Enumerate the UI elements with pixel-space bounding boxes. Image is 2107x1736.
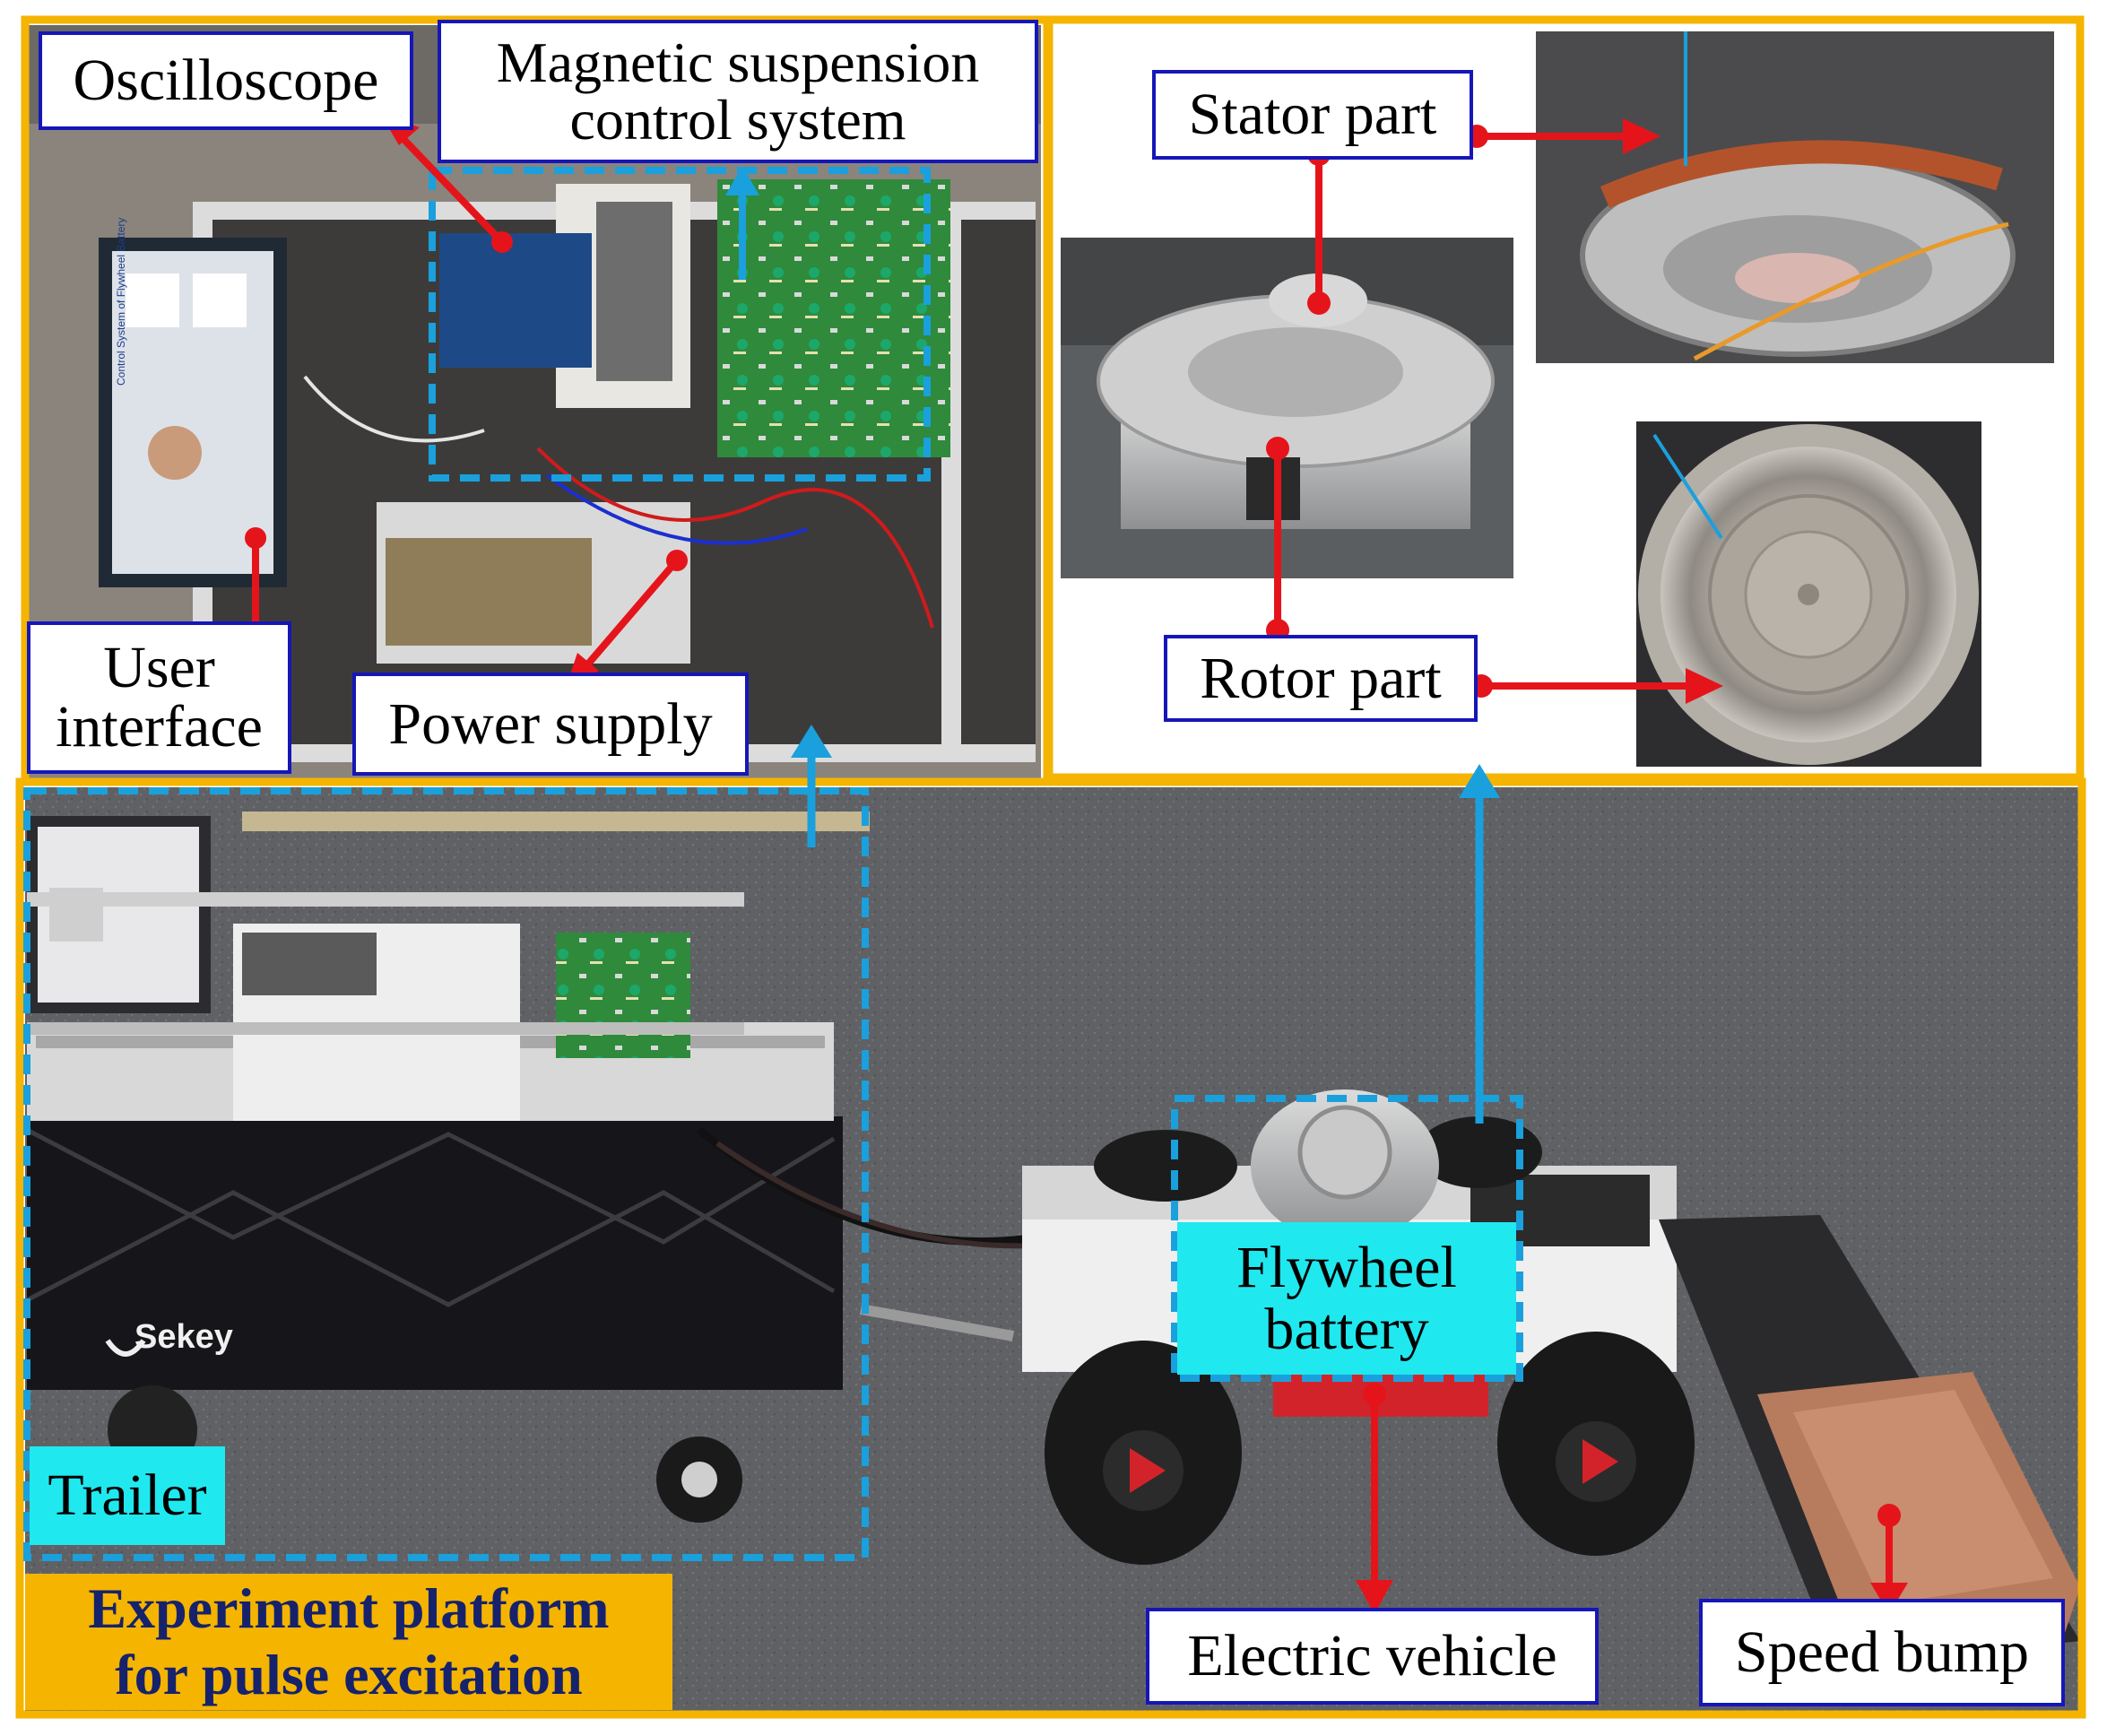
control-dashed-region	[429, 167, 931, 482]
bottom-frame	[15, 777, 2086, 1719]
title-line1: Experiment platform	[88, 1576, 610, 1641]
trailer-dashed-region	[23, 787, 869, 1561]
top-right-frame	[1045, 15, 2085, 782]
trailer-brand-text: Sekey	[134, 1318, 233, 1356]
user-line1: User	[103, 635, 215, 700]
magnetic-suspension-label: Magnetic suspension control system	[438, 20, 1038, 163]
speed-bump-photo	[1659, 1215, 2080, 1668]
flywheel-battery-label: Flywheel battery	[1177, 1222, 1516, 1375]
speed-bump-text: Speed bump	[1734, 1619, 2030, 1685]
flywheel-line2: battery	[1264, 1297, 1429, 1362]
flywheel-assembly-photo	[1061, 238, 1513, 578]
rotor-part-label: Rotor part	[1164, 635, 1478, 722]
magnetic-line1: Magnetic suspension	[496, 30, 980, 94]
flywheel-line1: Flywheel	[1236, 1234, 1457, 1300]
trailer-label: Trailer	[30, 1446, 225, 1545]
oscilloscope-text: Oscilloscope	[73, 48, 379, 113]
power-supply-text: Power supply	[388, 690, 713, 757]
stator-closeup-photo	[1536, 31, 2054, 363]
oscilloscope-label: Oscilloscope	[39, 31, 413, 130]
rotor-closeup-photo	[1636, 421, 1981, 767]
power-supply-label: Power supply	[352, 673, 749, 776]
magnetic-line2: control system	[569, 88, 906, 152]
flywheel-dashed-region	[1171, 1095, 1523, 1382]
stator-part-text: Stator part	[1188, 82, 1437, 147]
electric-vehicle-text: Electric vehicle	[1187, 1623, 1557, 1688]
rotor-part-text: Rotor part	[1200, 645, 1442, 711]
screen-caption-text: Control System of Flywheel Battery	[115, 217, 127, 386]
trailer-text: Trailer	[48, 1463, 207, 1529]
blue-arrows	[725, 31, 1723, 1124]
speed-bump-label: Speed bump	[1699, 1599, 2065, 1706]
figure-title: Experiment platform for pulse excitation	[25, 1574, 672, 1710]
title-line2: for pulse excitation	[115, 1643, 583, 1706]
user-interface-label: User interface	[27, 621, 291, 774]
user-line2: interface	[56, 694, 263, 760]
stator-part-label: Stator part	[1152, 70, 1473, 160]
electric-vehicle-label: Electric vehicle	[1146, 1608, 1599, 1705]
